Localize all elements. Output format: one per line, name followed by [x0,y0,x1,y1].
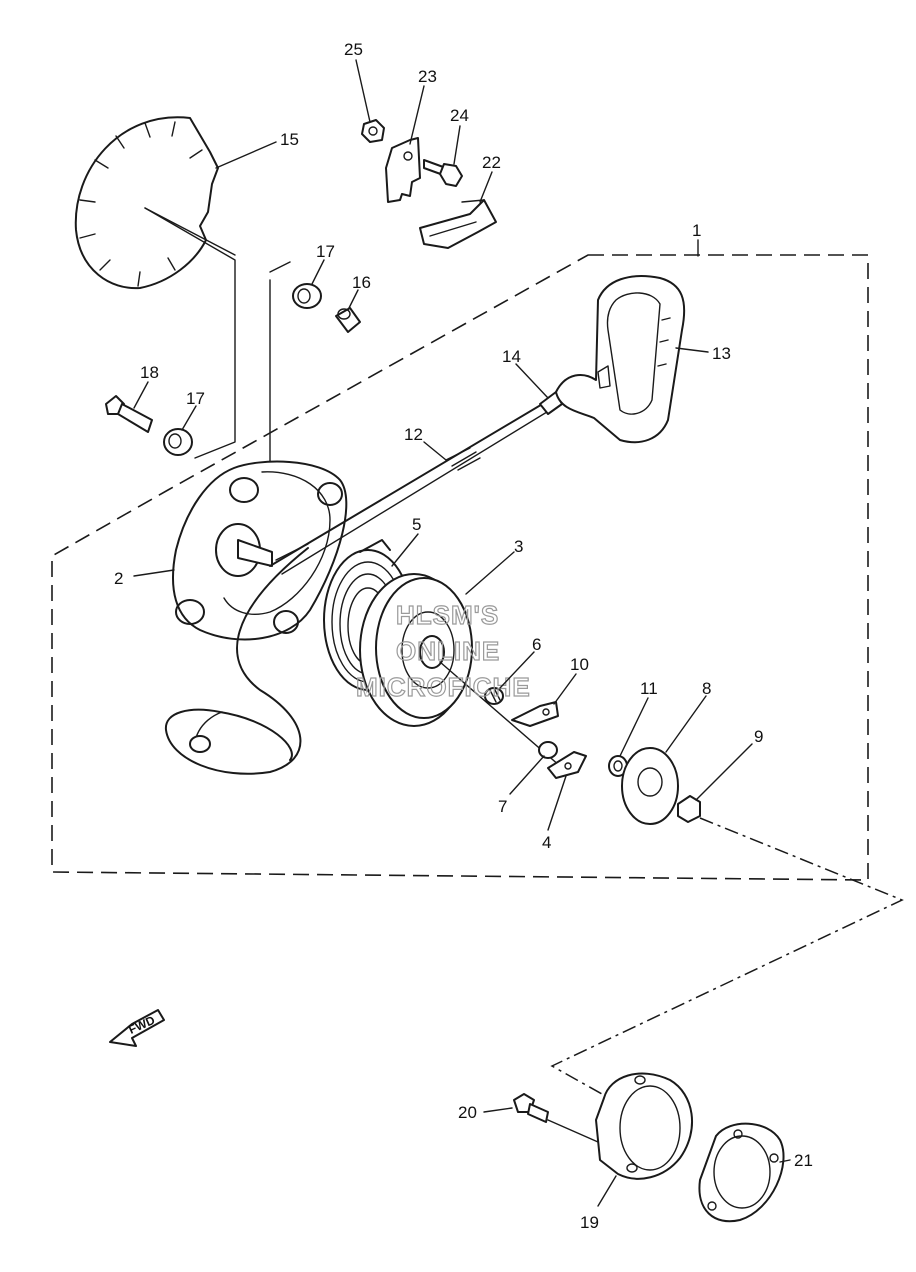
part-13-handle[interactable] [555,275,686,444]
part-12-rope[interactable] [164,389,567,775]
part-6-spring[interactable] [484,687,504,705]
watermark-line-1: HLSM'S [396,600,499,630]
callout-11: 11 [640,679,658,698]
callout-17-upper: 17 [316,242,335,261]
part-17-collar-upper[interactable] [292,283,322,309]
callout-17-lower: 17 [186,389,205,408]
assembly-boundary-dashed [51,254,869,881]
part-23-bracket[interactable] [385,137,421,203]
callout-21: 21 [794,1151,813,1170]
part-4-pawl[interactable] [547,751,587,779]
callout-13: 13 [712,344,731,363]
callout-25: 25 [344,40,363,59]
callout-14: 14 [502,347,521,366]
callout-10: 10 [570,655,589,674]
part-7-spring[interactable] [538,741,558,759]
callout-8: 8 [702,679,711,698]
callout-6: 6 [532,635,541,654]
callout-23: 23 [418,67,437,86]
callout-2: 2 [114,569,123,588]
callout-22: 22 [482,153,501,172]
part-8-friction-plate[interactable] [621,747,679,825]
watermark-line-2: ONLINE [396,636,500,666]
part-10-pawl[interactable] [511,701,559,727]
part-24-bolt[interactable] [423,159,463,187]
part-15-decal[interactable] [74,116,236,290]
callout-16: 16 [352,273,371,292]
part-16-bushing[interactable] [335,307,361,333]
watermark-line-3: MICROFICHE [356,672,531,702]
forward-direction-arrow: FWD [109,1009,165,1047]
part-20-bolt[interactable] [513,1093,549,1123]
part-2-starter-case[interactable] [172,460,348,641]
callout-7: 7 [498,797,507,816]
assembly-guide-line [144,207,291,495]
part-22-clip[interactable] [419,199,497,249]
callout-4: 4 [542,833,551,852]
callout-20: 20 [458,1103,477,1122]
part-21-gasket[interactable] [698,1122,785,1223]
callout-3: 3 [514,537,523,556]
part-9-bolt[interactable] [677,795,701,823]
part-18-bolt[interactable] [105,395,153,433]
callout-1: 1 [692,221,701,240]
callout-19: 19 [580,1213,599,1232]
callouts: 1 2 3 4 5 6 7 8 9 10 11 12 13 [114,40,813,1232]
part-17-collar-lower[interactable] [163,428,193,456]
bolt-guide-line [547,1119,599,1143]
part-25-nut[interactable] [361,119,385,143]
install-guide-line [550,817,904,1095]
part-3-sheave-drum[interactable] [359,573,561,767]
callout-15: 15 [280,130,299,149]
callout-18: 18 [140,363,159,382]
callout-12: 12 [404,425,423,444]
callout-24: 24 [450,106,469,125]
callout-9: 9 [754,727,763,746]
callout-5: 5 [412,515,421,534]
part-19-drive-pulley[interactable] [595,1072,694,1180]
